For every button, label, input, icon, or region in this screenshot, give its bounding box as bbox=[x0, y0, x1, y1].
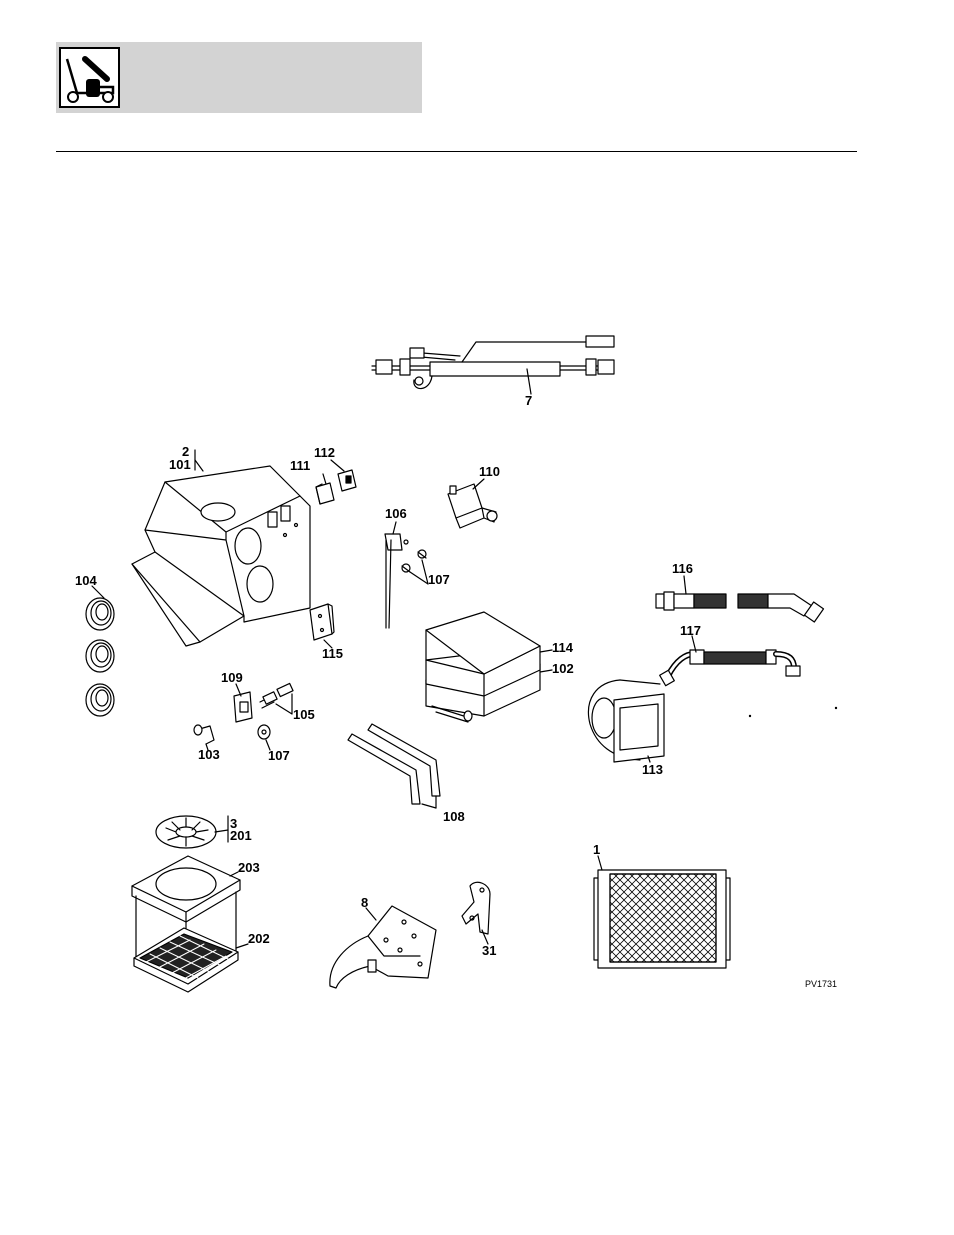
callout-115: 115 bbox=[322, 646, 343, 661]
small-bracket bbox=[461, 881, 491, 945]
callout-102: 102 bbox=[552, 661, 574, 676]
callout-109: 109 bbox=[221, 670, 243, 685]
callout-105: 105 bbox=[293, 707, 315, 722]
callout-114: 114 bbox=[552, 640, 574, 655]
callout-116: 116 bbox=[672, 561, 693, 576]
callout-101: 101 bbox=[169, 457, 191, 472]
callout-8: 8 bbox=[361, 895, 368, 910]
callout-106: 106 bbox=[385, 506, 407, 521]
heater-housing bbox=[131, 449, 311, 647]
fittings bbox=[193, 682, 294, 751]
callout-31: 31 bbox=[482, 943, 496, 958]
blower-motor bbox=[588, 679, 838, 763]
mounting-bracket bbox=[329, 905, 437, 989]
callout-7: 7 bbox=[525, 393, 532, 408]
louvers bbox=[85, 585, 115, 717]
valve bbox=[447, 478, 498, 529]
callout-110: 110 bbox=[479, 464, 500, 479]
callout-103: 103 bbox=[198, 747, 220, 762]
radiator-core bbox=[593, 855, 731, 969]
figure-code: PV1731 bbox=[805, 979, 837, 989]
switches bbox=[315, 459, 357, 505]
callout-201: 201 bbox=[230, 828, 252, 843]
relay bbox=[309, 603, 335, 649]
callout-117: 117 bbox=[680, 623, 701, 638]
callout-1: 1 bbox=[593, 842, 600, 857]
callout-202: 202 bbox=[248, 931, 270, 946]
temperature-sensor bbox=[384, 521, 429, 629]
callout-107-upper: 107 bbox=[428, 572, 450, 587]
header-rule bbox=[56, 151, 857, 152]
tubes bbox=[347, 723, 441, 809]
callout-113: 113 bbox=[642, 762, 663, 777]
callout-203: 203 bbox=[238, 860, 260, 875]
callout-108: 108 bbox=[443, 809, 465, 824]
fan-housing bbox=[131, 855, 249, 993]
callout-104: 104 bbox=[75, 573, 97, 588]
hose-116 bbox=[655, 575, 825, 623]
fan bbox=[155, 815, 229, 849]
callout-107-lower: 107 bbox=[268, 748, 290, 763]
callout-111: 111 bbox=[290, 458, 310, 473]
callout-2: 2 bbox=[182, 444, 189, 459]
heater-core bbox=[425, 611, 553, 723]
hose-117 bbox=[659, 635, 801, 687]
pressure-washer-cart-icon bbox=[59, 47, 120, 108]
callout-112: 112 bbox=[314, 445, 335, 460]
callout-3: 3 bbox=[230, 816, 237, 831]
wire-harness bbox=[371, 335, 615, 395]
